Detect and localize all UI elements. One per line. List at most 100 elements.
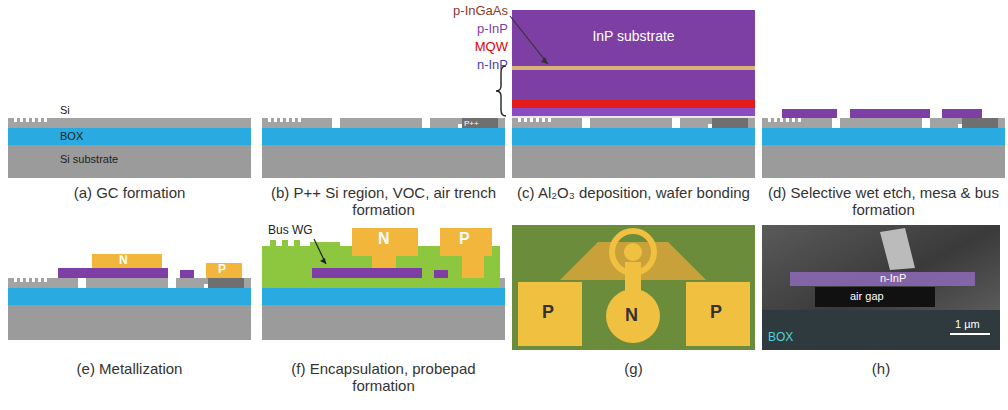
grating-tooth xyxy=(32,278,35,282)
grating-tooth xyxy=(536,118,539,122)
step-caption: (b) P++ Si region, VOC, air trench forma… xyxy=(262,184,505,219)
air-trench xyxy=(168,278,176,288)
grating-tooth xyxy=(292,118,295,122)
si-layer xyxy=(8,118,251,128)
grating-tooth xyxy=(774,118,777,122)
grating-tooth xyxy=(518,118,521,122)
layer-name: Si substrate xyxy=(60,153,118,166)
grating-tooth xyxy=(798,118,801,122)
si-substrate xyxy=(8,145,251,178)
leader-line xyxy=(510,16,548,64)
layer-name: BOX xyxy=(768,331,793,345)
grating-tooth xyxy=(38,118,41,122)
si-layer xyxy=(8,278,251,288)
panel-letter: (g) xyxy=(512,360,755,377)
arrow-head xyxy=(541,57,548,64)
contact-name: P xyxy=(542,302,554,323)
step-caption: (a) GC formation xyxy=(8,184,251,201)
n-inp-layer xyxy=(512,108,755,116)
air-trench xyxy=(672,118,680,128)
grating-tooth xyxy=(768,118,771,122)
grating-tooth xyxy=(38,278,41,282)
box-layer xyxy=(762,128,1005,145)
grating-tooth xyxy=(32,118,35,122)
grating-tooth xyxy=(44,278,47,282)
layer-name: InP substrate xyxy=(512,28,755,44)
al2o3-layer xyxy=(512,116,755,118)
layer-name: MQW xyxy=(420,40,508,55)
grating-tooth xyxy=(786,118,789,122)
brace xyxy=(496,66,506,116)
p-plus-region xyxy=(462,118,498,128)
box-layer xyxy=(8,128,251,145)
ingaas-layer xyxy=(512,66,755,70)
air-trench xyxy=(832,118,840,128)
panel-letter: (h) xyxy=(762,360,1000,377)
layer-name: p-InP xyxy=(420,22,508,37)
layer-name: n-InP xyxy=(880,272,906,285)
si-substrate xyxy=(262,305,505,340)
contact-name: N xyxy=(625,305,638,326)
grating-tooth xyxy=(26,278,29,282)
grating-tooth xyxy=(20,118,23,122)
step-caption: (c) Al₂O₃ deposition, wafer bonding xyxy=(512,184,755,201)
mqw-layer xyxy=(512,100,755,108)
step-caption: (f) Encapsulation, probepad formation xyxy=(262,360,505,395)
grating-tooth xyxy=(268,118,271,122)
grating-tooth xyxy=(20,278,23,282)
air-trench xyxy=(922,118,930,128)
grating-tooth xyxy=(530,118,533,122)
grating-tooth xyxy=(14,118,17,122)
grating-tooth xyxy=(542,118,545,122)
contact-name: N xyxy=(119,254,128,268)
box-layer xyxy=(262,128,505,145)
grating-tooth xyxy=(280,118,283,122)
box-layer xyxy=(8,288,251,305)
part-name: Bus WG xyxy=(268,224,313,238)
grating-tooth xyxy=(524,118,527,122)
metallization xyxy=(58,254,242,278)
contact-name: P xyxy=(459,230,470,248)
air-trench xyxy=(78,278,86,288)
grating-tooth xyxy=(286,118,289,122)
layer-name: Si xyxy=(60,104,70,117)
layer-name: p-InGaAs xyxy=(420,4,508,19)
inp-substrate xyxy=(512,10,755,66)
box-layer xyxy=(262,288,505,305)
micrograph xyxy=(512,225,755,350)
p-inp-layer xyxy=(512,70,755,100)
air-trench xyxy=(332,118,340,128)
si-layer xyxy=(762,118,1005,128)
via xyxy=(958,124,962,128)
air-trench xyxy=(582,118,590,128)
step-caption: (e) Metallization xyxy=(8,360,251,377)
si-substrate xyxy=(512,145,755,178)
contact-name: N xyxy=(378,230,390,248)
grating-tooth xyxy=(298,118,301,122)
box-layer xyxy=(512,128,755,145)
layer-name: air gap xyxy=(850,290,884,303)
air-trench xyxy=(422,118,430,128)
p-plus-region xyxy=(208,278,244,288)
p-plus-region xyxy=(962,118,998,128)
si-substrate xyxy=(262,145,505,178)
grating-tooth xyxy=(26,118,29,122)
step-caption: (d) Selective wet etch, mesa & bus forma… xyxy=(762,184,1005,219)
via xyxy=(204,284,208,288)
mesa xyxy=(782,109,982,118)
si-layer xyxy=(262,118,505,128)
via xyxy=(458,124,462,128)
grating-tooth xyxy=(780,118,783,122)
contact-name: P xyxy=(710,302,722,323)
si-substrate xyxy=(762,145,1005,178)
grating-tooth xyxy=(792,118,795,122)
grating-tooth xyxy=(14,278,17,282)
grating-tooth xyxy=(274,118,277,122)
layer-name: BOX xyxy=(60,130,83,143)
via xyxy=(708,124,712,128)
layer-name: n-InP xyxy=(420,58,508,73)
sem-image xyxy=(762,225,1000,350)
p-plus-region xyxy=(712,118,748,128)
scale-bar-label: 1 µm xyxy=(955,318,980,331)
